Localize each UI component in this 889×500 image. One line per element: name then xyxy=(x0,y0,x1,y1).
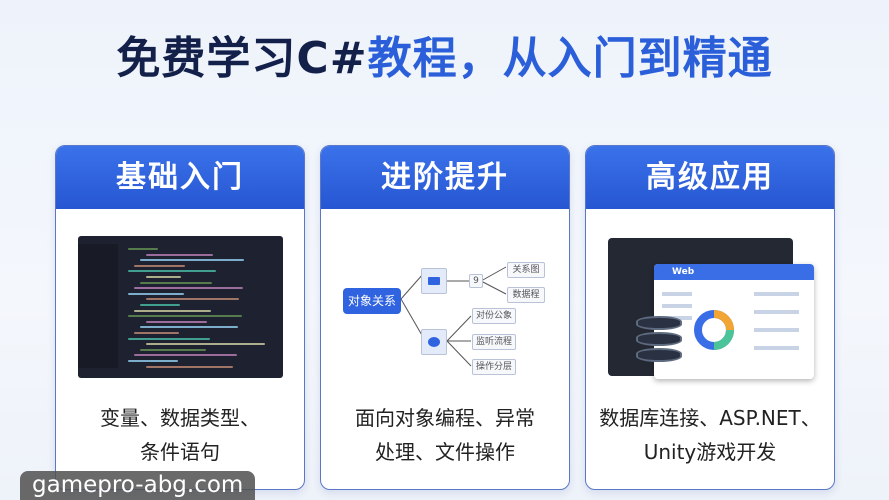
code-line xyxy=(128,248,158,250)
code-line xyxy=(134,332,179,334)
code-line xyxy=(146,253,213,256)
code-line xyxy=(128,292,184,295)
web-window-title: Web xyxy=(654,264,814,280)
code-line xyxy=(134,309,211,312)
file-tree xyxy=(78,244,118,368)
code-line xyxy=(134,287,243,290)
code-line xyxy=(128,337,210,340)
card-heading: 高级应用 xyxy=(586,146,834,209)
code-line xyxy=(140,326,238,329)
page-title: 免费学习C#教程，从入门到精通 xyxy=(116,33,773,84)
code-line xyxy=(146,343,265,346)
code-line xyxy=(146,298,239,301)
watermark: gamepro-abg.com xyxy=(20,471,255,500)
code-line xyxy=(146,365,233,368)
diagram-root-node: 对象关系 xyxy=(343,288,401,314)
diagram-node: 操作分层 xyxy=(472,359,516,375)
card-heading: 基础入门 xyxy=(56,146,304,209)
code-line xyxy=(128,315,242,318)
card-basics: 基础入门 变量、数据类型、条件语句 xyxy=(55,145,305,490)
code-line xyxy=(146,320,207,323)
card-advanced: 进阶提升 对象关系 9 关系图 数据程 对份公象 监听流程 操作分层 面向对象编… xyxy=(320,145,570,490)
diagram-node: 监听流程 xyxy=(472,334,516,350)
code-line xyxy=(140,348,206,351)
code-line xyxy=(134,264,185,267)
diagram-node: 9 xyxy=(469,274,483,288)
code-line xyxy=(146,276,181,278)
diagram-connectors xyxy=(400,266,507,367)
code-line xyxy=(140,259,244,262)
code-line xyxy=(140,304,180,306)
card-description: 数据库连接、ASP.NET、Unity游戏开发 xyxy=(599,406,821,464)
code-line xyxy=(140,281,212,284)
code-line xyxy=(128,360,178,362)
diagram-node: 关系图 xyxy=(507,262,545,278)
brain-icon xyxy=(421,329,447,355)
database-icon xyxy=(636,316,682,364)
card-description: 变量、数据类型、条件语句 xyxy=(100,406,260,464)
code-editor-screenshot xyxy=(78,236,283,378)
diagram-node: 对份公象 xyxy=(472,308,516,324)
card-heading: 进阶提升 xyxy=(321,146,569,209)
form-icon xyxy=(421,268,447,294)
code-line xyxy=(134,354,237,357)
code-line xyxy=(128,270,216,273)
card-applications: 高级应用 Web 数据库连接、ASP.NET、Unity游戏开发 xyxy=(585,145,835,490)
card-description: 面向对象编程、异常处理、文件操作 xyxy=(355,406,535,464)
web-window: Web xyxy=(654,264,814,379)
diagram-node: 数据程 xyxy=(507,287,545,303)
